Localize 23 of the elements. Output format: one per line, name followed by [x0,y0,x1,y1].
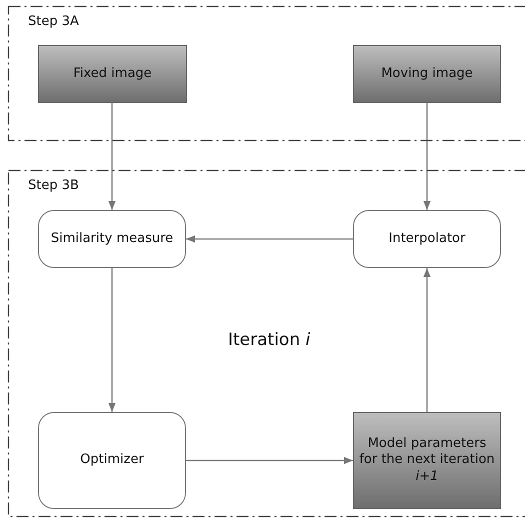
step-frame [8,6,525,141]
step-frame [8,170,525,517]
data-box [38,45,187,103]
box-label: Optimizer [80,452,144,469]
step-title: Step 3A [28,14,79,29]
box-label: Fixed image [73,66,152,82]
iteration-label: Iteration i [228,330,310,350]
box-label: Interpolator [388,230,466,248]
arrow [186,235,353,243]
step-title: Step 3B [28,178,79,193]
box-label: Similarity measure [50,230,174,248]
process-box [353,210,501,268]
arrow [108,268,116,412]
box-label: Model parameters for the next iteration i+1 [358,436,496,485]
process-box [38,210,186,268]
data-box [353,412,501,509]
arrow [186,456,353,464]
box-label: Moving image [381,66,473,82]
arrow [108,103,116,210]
arrow [423,268,431,412]
process-box [38,412,186,509]
data-box [353,45,501,103]
arrow [423,103,431,210]
